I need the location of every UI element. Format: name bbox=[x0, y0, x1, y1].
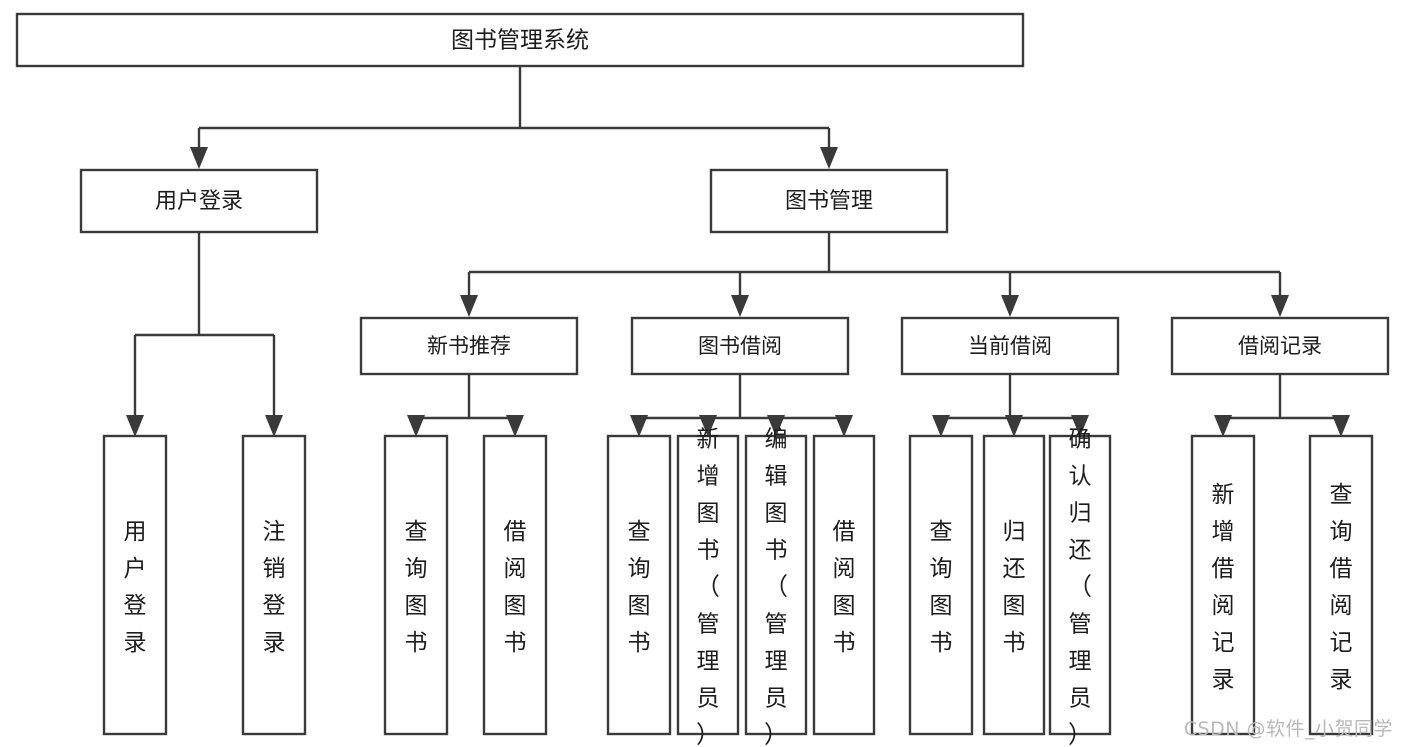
node-leaf-borrow-book-2[interactable]: 借阅图书 bbox=[812, 434, 876, 736]
leaf-label: 新增借阅记录 bbox=[1212, 482, 1235, 693]
leaf-label: 查询图书 bbox=[628, 519, 651, 656]
arrow-head-icon bbox=[1071, 415, 1089, 437]
arrow-head-icon bbox=[835, 415, 853, 437]
node-user-login[interactable]: 用户登录 bbox=[79, 168, 319, 234]
leaf-label: 借阅图书 bbox=[504, 519, 527, 656]
leaf-label: 归还图书 bbox=[1003, 519, 1026, 656]
node-book-manage[interactable]: 图书管理 bbox=[709, 168, 949, 234]
node-label: 图书借阅 bbox=[698, 334, 782, 358]
node-label: 用户登录 bbox=[155, 189, 243, 214]
arrow-head-icon bbox=[190, 147, 208, 169]
node-label: 图书管理 bbox=[785, 189, 873, 214]
node-new-book-recommend[interactable]: 新书推荐 bbox=[359, 316, 579, 376]
leaf-label: 借阅图书 bbox=[833, 519, 856, 656]
node-leaf-add-book[interactable]: 新增图书（管理员） bbox=[676, 427, 740, 747]
node-label: 新书推荐 bbox=[427, 334, 511, 358]
arrow-head-icon bbox=[820, 147, 838, 169]
node-leaf-confirm-return[interactable]: 确认归还（管理员） bbox=[1048, 427, 1112, 747]
arrow-head-icon bbox=[506, 415, 524, 437]
node-leaf-query-book-2[interactable]: 查询图书 bbox=[606, 434, 672, 736]
arrow-head-icon bbox=[1332, 415, 1350, 437]
node-current-borrow[interactable]: 当前借阅 bbox=[900, 316, 1120, 376]
node-leaf-return-book[interactable]: 归还图书 bbox=[982, 434, 1046, 736]
arrow-head-icon bbox=[699, 415, 717, 437]
arrow-head-icon bbox=[460, 295, 478, 317]
leaf-label: 用户登录 bbox=[124, 519, 147, 656]
watermark-text: CSDN @软件_小贺同学 bbox=[1183, 718, 1393, 740]
node-leaf-query-record[interactable]: 查询借阅记录 bbox=[1308, 434, 1374, 736]
node-borrow-record[interactable]: 借阅记录 bbox=[1170, 316, 1390, 376]
arrow-head-icon bbox=[1214, 415, 1232, 437]
node-leaf-edit-book[interactable]: 编辑图书（管理员） bbox=[744, 427, 808, 747]
leaf-label: 注销登录 bbox=[263, 519, 286, 656]
node-root-system[interactable]: 图书管理系统 bbox=[15, 12, 1025, 68]
leaf-label: 查询图书 bbox=[930, 519, 953, 656]
arrow-head-icon bbox=[1271, 295, 1289, 317]
node-boxes: 图书管理系统用户登录图书管理新书推荐图书借阅当前借阅借阅记录用户登录注销登录查询… bbox=[15, 12, 1390, 747]
leaf-label: 查询借阅记录 bbox=[1330, 482, 1353, 693]
node-leaf-query-book-1[interactable]: 查询图书 bbox=[383, 434, 449, 736]
node-label: 当前借阅 bbox=[968, 334, 1052, 358]
leaf-label: 新增图书（管理员） bbox=[696, 427, 720, 747]
node-book-borrow[interactable]: 图书借阅 bbox=[630, 316, 850, 376]
node-leaf-logout[interactable]: 注销登录 bbox=[241, 434, 307, 736]
leaf-label: 编辑图书（管理员） bbox=[764, 427, 788, 747]
arrow-head-icon bbox=[265, 415, 283, 437]
node-label: 借阅记录 bbox=[1238, 334, 1322, 358]
leaf-label: 查询图书 bbox=[405, 519, 428, 656]
arrow-head-icon bbox=[932, 415, 950, 437]
node-leaf-user-login[interactable]: 用户登录 bbox=[102, 434, 168, 736]
node-leaf-borrow-book-1[interactable]: 借阅图书 bbox=[482, 434, 548, 736]
arrow-head-icon bbox=[767, 415, 785, 437]
node-label: 图书管理系统 bbox=[451, 28, 589, 54]
arrow-head-icon bbox=[630, 415, 648, 437]
arrow-head-icon bbox=[126, 415, 144, 437]
arrow-head-icon bbox=[731, 295, 749, 317]
arrow-head-icon bbox=[1005, 415, 1023, 437]
node-leaf-add-record[interactable]: 新增借阅记录 bbox=[1190, 434, 1256, 736]
leaf-label: 确认归还（管理员） bbox=[1068, 427, 1092, 747]
arrow-head-icon bbox=[1001, 295, 1019, 317]
connector-lines bbox=[126, 66, 1350, 437]
node-leaf-query-book-3[interactable]: 查询图书 bbox=[908, 434, 974, 736]
arrow-head-icon bbox=[407, 415, 425, 437]
